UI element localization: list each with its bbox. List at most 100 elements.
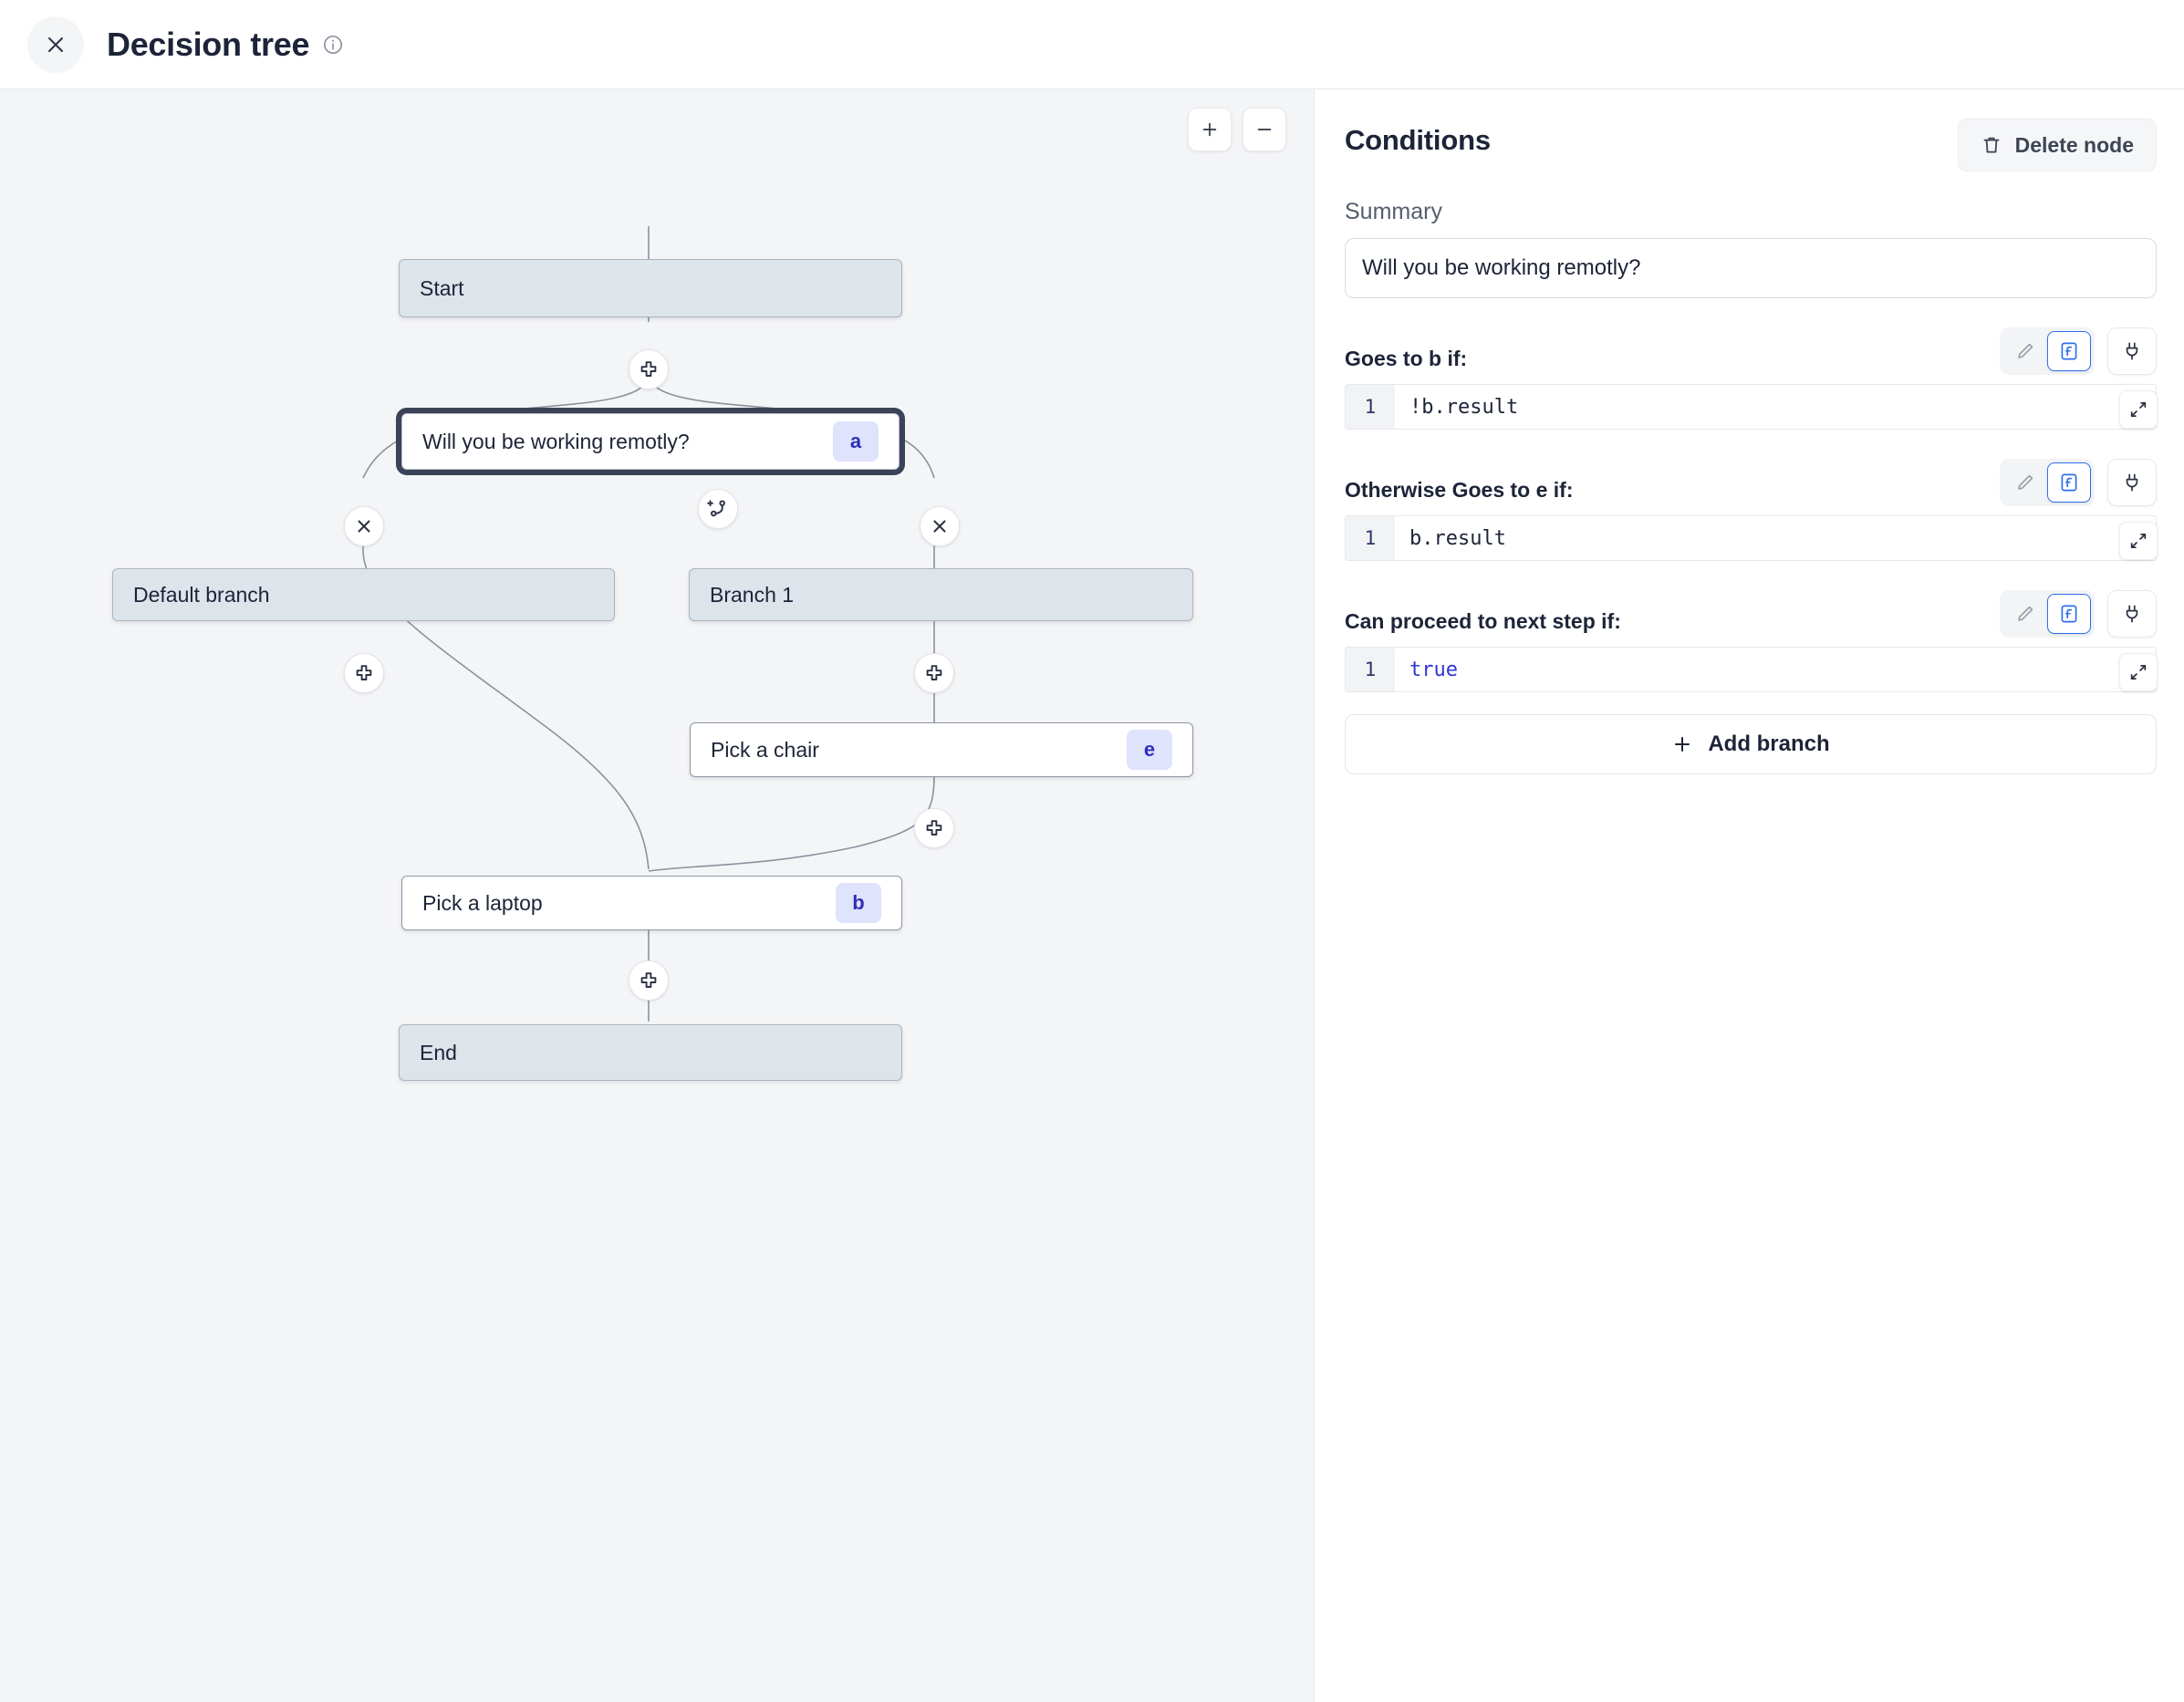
app-header: Decision tree <box>0 0 2184 89</box>
node-pick-a-chair[interactable]: Pick a chair e <box>690 722 1193 777</box>
expression-mode-button[interactable] <box>2047 462 2091 503</box>
close-button[interactable] <box>27 16 84 73</box>
condition-tools <box>2000 590 2157 638</box>
node-label: Pick a chair <box>711 737 819 762</box>
condition-block-can-proceed: Can proceed to next step if: <box>1345 585 2158 692</box>
code-editor-otherwise-goes-to-e[interactable]: 1 b.result <box>1345 515 2158 561</box>
add-branch-label: Add branch <box>1708 732 1830 756</box>
add-node-button-branch1-e[interactable] <box>914 653 954 693</box>
close-icon <box>48 36 63 52</box>
condition-header: Goes to b if: <box>1345 322 2157 375</box>
node-label: Will you be working remotly? <box>422 429 690 453</box>
condition-header: Otherwise Goes to e if: <box>1345 453 2157 506</box>
zoom-controls <box>1188 108 1286 151</box>
editor-mode-toggle <box>2000 590 2095 638</box>
plug-icon <box>2126 473 2138 492</box>
conditions-panel: Conditions Delete node Summary Goes to b… <box>1316 89 2184 1702</box>
function-icon <box>2061 473 2077 492</box>
node-branch-1[interactable]: Branch 1 <box>689 568 1193 621</box>
node-will-you-be-working-remotly[interactable]: Will you be working remotly? a <box>396 408 905 475</box>
node-label: Branch 1 <box>710 582 795 607</box>
expand-icon <box>2130 533 2147 549</box>
add-node-button-default-b[interactable] <box>344 653 384 693</box>
pencil-icon <box>2018 474 2033 490</box>
info-icon[interactable] <box>322 34 344 56</box>
text-mode-button[interactable] <box>2003 594 2047 634</box>
node-pick-a-laptop[interactable]: Pick a laptop b <box>401 876 902 930</box>
plus-icon <box>926 820 942 835</box>
node-end[interactable]: End <box>399 1024 902 1081</box>
node-badge-e: e <box>1127 730 1172 770</box>
trash-icon <box>1983 137 2000 153</box>
delete-node-label: Delete node <box>2014 132 2134 157</box>
code-content[interactable]: true <box>1409 658 1458 681</box>
line-number: 1 <box>1346 516 1395 560</box>
function-icon <box>2061 605 2077 623</box>
expand-editor-button[interactable] <box>2119 390 2158 429</box>
plus-icon <box>1202 122 1217 137</box>
add-node-button-start-a[interactable] <box>629 349 669 389</box>
plus-icon <box>1675 737 1690 752</box>
condition-tools <box>2000 459 2157 506</box>
summary-label: Summary <box>1345 199 1442 224</box>
text-mode-button[interactable] <box>2003 462 2047 503</box>
close-icon <box>358 520 370 533</box>
expression-mode-button[interactable] <box>2047 594 2091 634</box>
pencil-icon <box>2018 606 2033 621</box>
plus-icon <box>640 361 657 377</box>
plus-icon <box>640 972 657 988</box>
condition-block-goes-to-b: Goes to b if: <box>1345 322 2158 430</box>
connect-button[interactable] <box>2107 459 2157 506</box>
line-number: 1 <box>1346 648 1395 691</box>
plus-icon <box>926 665 942 680</box>
condition-tools <box>2000 327 2157 375</box>
flow-graph: Start Will you be working remotly? a Def… <box>0 89 1314 1702</box>
add-node-button-b-end[interactable] <box>629 960 669 1001</box>
add-branch-button[interactable]: Add branch <box>1345 714 2157 774</box>
connect-button[interactable] <box>2107 327 2157 375</box>
minus-icon <box>1257 129 1272 130</box>
code-editor-can-proceed[interactable]: 1 true <box>1345 647 2158 692</box>
expression-mode-button[interactable] <box>2047 331 2091 371</box>
text-mode-button[interactable] <box>2003 331 2047 371</box>
pencil-icon <box>2018 343 2033 358</box>
editor-mode-toggle <box>2000 459 2095 506</box>
node-label: Start <box>420 275 464 300</box>
flow-canvas[interactable]: Start Will you be working remotly? a Def… <box>0 89 1315 1702</box>
code-editor-goes-to-b[interactable]: 1 !b.result <box>1345 384 2158 430</box>
condition-title: Otherwise Goes to e if: <box>1345 478 1574 502</box>
code-content[interactable]: b.result <box>1409 526 1506 550</box>
code-content[interactable]: !b.result <box>1409 395 1519 419</box>
condition-title: Goes to b if: <box>1345 347 1468 370</box>
connect-button[interactable] <box>2107 590 2157 638</box>
add-node-button-e-b[interactable] <box>914 808 954 848</box>
condition-block-otherwise-goes-to-e: Otherwise Goes to e if: <box>1345 453 2158 561</box>
node-label: Default branch <box>133 582 270 607</box>
zoom-in-button[interactable] <box>1188 108 1232 151</box>
condition-title: Can proceed to next step if: <box>1345 609 1621 633</box>
zoom-out-button[interactable] <box>1243 108 1286 151</box>
expand-icon <box>2130 401 2147 418</box>
close-icon <box>933 520 946 533</box>
delete-branch-button-default[interactable] <box>344 506 384 546</box>
node-label: Pick a laptop <box>422 890 543 915</box>
node-start[interactable]: Start <box>399 259 902 317</box>
line-number: 1 <box>1346 385 1395 429</box>
expand-icon <box>2130 664 2147 680</box>
node-badge-a: a <box>833 421 879 462</box>
expand-editor-button[interactable] <box>2119 522 2158 560</box>
summary-input[interactable] <box>1345 238 2157 298</box>
panel-title: Conditions <box>1345 124 1491 156</box>
node-badge-b: b <box>836 883 881 923</box>
node-label: End <box>420 1040 457 1064</box>
function-icon <box>2061 342 2077 360</box>
add-branch-button-canvas[interactable] <box>698 489 738 529</box>
expand-editor-button[interactable] <box>2119 653 2158 691</box>
info-circle-icon <box>324 35 343 54</box>
page-title: Decision tree <box>107 25 310 63</box>
delete-branch-button-1[interactable] <box>920 506 960 546</box>
node-default-branch[interactable]: Default branch <box>112 568 615 621</box>
delete-node-button[interactable]: Delete node <box>1957 119 2157 171</box>
branch-plus-icon <box>707 500 725 517</box>
plus-icon <box>356 665 372 680</box>
